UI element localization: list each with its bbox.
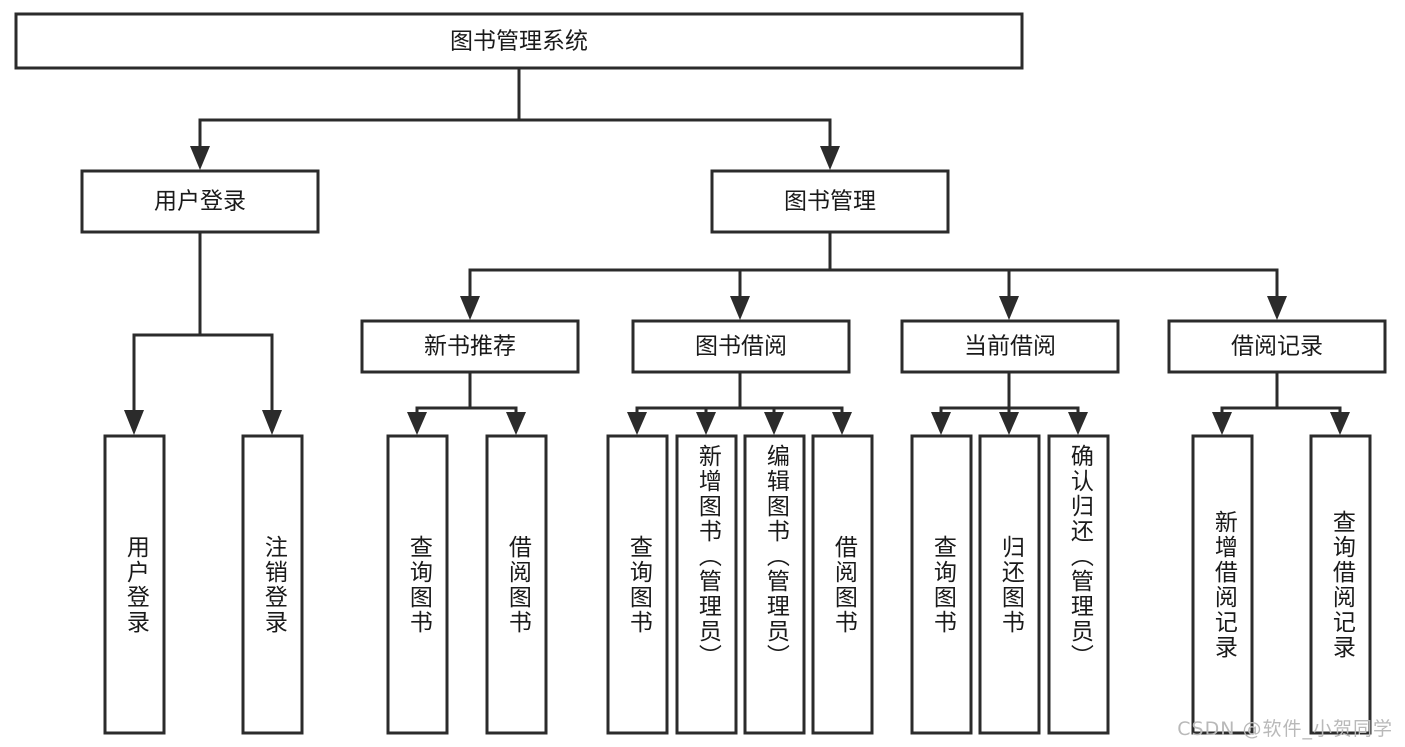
node-root[interactable]: 图书管理系统 xyxy=(14,12,1024,70)
leaf-box-user-login-1[interactable] xyxy=(103,434,166,735)
arrowhead-leaf-user-login-1 xyxy=(124,410,144,435)
leaf-boxes-new-book-recommend xyxy=(386,434,548,735)
arrowhead-cb-leaf-3 xyxy=(1068,412,1088,435)
leaf-box-user-login-2[interactable] xyxy=(241,434,304,735)
node-book-management-box[interactable] xyxy=(710,169,950,234)
arrowhead-book-mgmt xyxy=(820,146,840,170)
arrowhead-bb-leaf-1 xyxy=(627,412,647,435)
node-new-book-recommend[interactable]: 新书推荐 xyxy=(360,319,580,374)
leaf-box-nbr-2[interactable] xyxy=(485,434,548,735)
arrowhead-current-borrow xyxy=(999,296,1019,320)
node-root-label: 图书管理系统 xyxy=(450,29,588,55)
node-book-borrow-box[interactable] xyxy=(631,319,851,374)
node-borrow-record[interactable]: 借阅记录 xyxy=(1167,319,1387,374)
arrowhead-cb-leaf-2 xyxy=(999,412,1019,435)
leaf-box-bb-3[interactable] xyxy=(743,434,806,735)
arrowhead-new-book-recommend xyxy=(460,296,480,320)
leaf-box-bb-1[interactable] xyxy=(606,434,669,735)
leaf-boxes-user-login xyxy=(103,434,304,735)
node-borrow-record-box[interactable] xyxy=(1167,319,1387,374)
leaf-box-bb-4[interactable] xyxy=(811,434,874,735)
node-book-borrow-label: 图书借阅 xyxy=(695,334,787,360)
arrowhead-nbr-leaf-2 xyxy=(506,412,526,435)
leaf-box-br-1[interactable] xyxy=(1191,434,1254,735)
arrowhead-leaf-user-login-2 xyxy=(262,410,282,435)
connector-group-user-login xyxy=(124,230,282,435)
arrowhead-bb-leaf-3 xyxy=(764,412,784,435)
leaf-box-cb-3[interactable] xyxy=(1047,434,1110,735)
node-new-book-recommend-box[interactable] xyxy=(360,319,580,374)
arrowhead-borrow-record xyxy=(1267,296,1287,320)
node-new-book-recommend-label: 新书推荐 xyxy=(424,334,516,360)
leaf-box-nbr-1[interactable] xyxy=(386,434,449,735)
arrowhead-bb-leaf-2 xyxy=(696,412,716,435)
connector-group-root xyxy=(190,67,840,170)
leaf-box-br-2[interactable] xyxy=(1309,434,1372,735)
leaf-boxes-book-borrow xyxy=(606,434,874,735)
node-root-box[interactable] xyxy=(14,12,1024,70)
arrowhead-book-borrow xyxy=(730,296,750,320)
node-borrow-record-label: 借阅记录 xyxy=(1231,334,1323,360)
arrowhead-cb-leaf-1 xyxy=(931,412,951,435)
csdn-watermark: CSDN @软件_小贺同学 xyxy=(1177,718,1393,740)
leaf-boxes-borrow-record xyxy=(1191,434,1372,735)
node-book-borrow[interactable]: 图书借阅 xyxy=(631,319,851,374)
leaf-box-cb-1[interactable] xyxy=(910,434,973,735)
leaf-boxes-current-borrow xyxy=(910,434,1110,735)
arrowhead-br-leaf-1 xyxy=(1212,412,1232,435)
arrowhead-nbr-leaf-1 xyxy=(407,412,427,435)
node-user-login[interactable]: 用户登录 xyxy=(80,169,320,234)
node-user-login-box[interactable] xyxy=(80,169,320,234)
connector-group-new-book-recommend xyxy=(407,370,526,435)
connector-group-book-mgmt xyxy=(460,230,1287,320)
arrowhead-br-leaf-2 xyxy=(1330,412,1350,435)
node-book-management-label: 图书管理 xyxy=(784,189,876,215)
connector-group-current-borrow xyxy=(931,370,1088,435)
connector-group-book-borrow xyxy=(627,370,852,435)
node-current-borrow-box[interactable] xyxy=(900,319,1120,374)
node-current-borrow[interactable]: 当前借阅 xyxy=(900,319,1120,374)
node-user-login-label: 用户登录 xyxy=(154,189,246,215)
connector-group-borrow-record xyxy=(1212,370,1350,435)
arrowhead-user-login xyxy=(190,146,210,170)
leaf-box-cb-2[interactable] xyxy=(978,434,1041,735)
node-book-management[interactable]: 图书管理 xyxy=(710,169,950,234)
node-current-borrow-label: 当前借阅 xyxy=(964,334,1056,360)
arrowhead-bb-leaf-4 xyxy=(832,412,852,435)
leaf-box-bb-2[interactable] xyxy=(675,434,738,735)
